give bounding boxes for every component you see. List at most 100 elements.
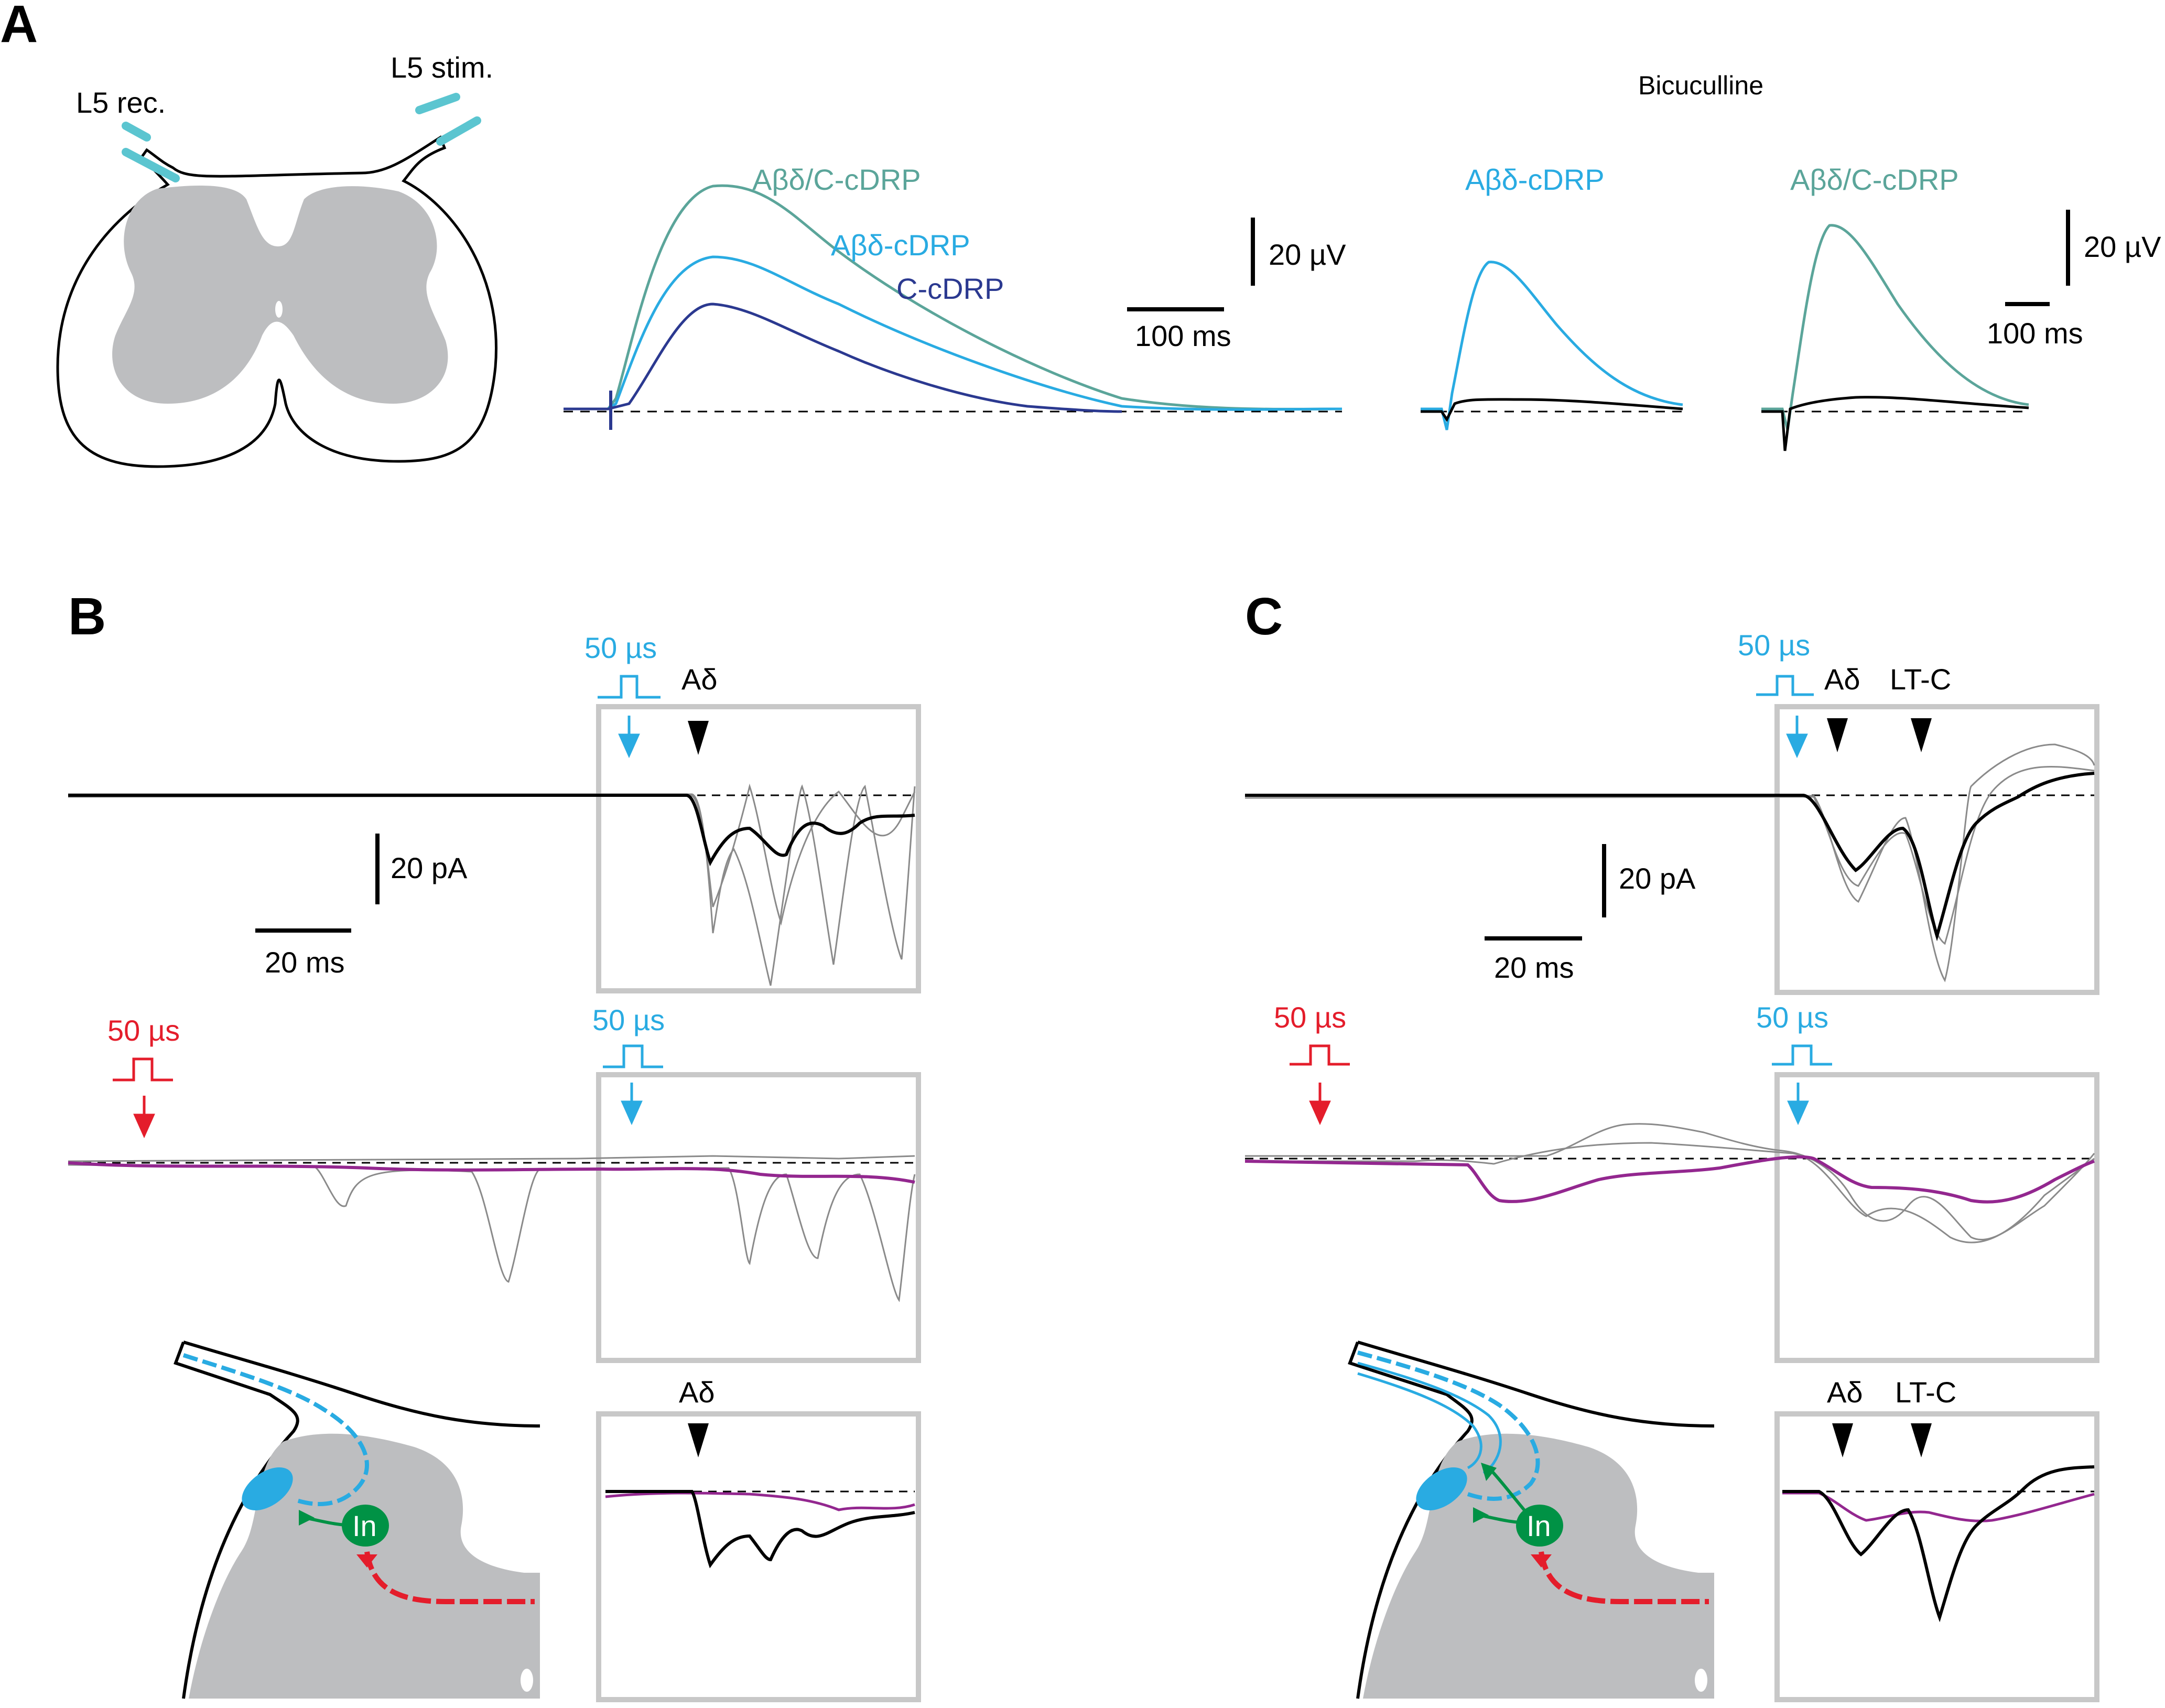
c-pulse-label-red: 50 µs	[1274, 1001, 1346, 1034]
c-trace-purple-middle	[1244, 1155, 2095, 1204]
b-trace-purple-bottom	[605, 1491, 915, 1511]
label-combined-cdrp: Aβδ/C-cDRP	[752, 163, 921, 196]
b-arrowhead-label-ad-bottom: Aδ	[679, 1376, 715, 1409]
b-arrowhead-label-ad: Aδ	[681, 663, 718, 696]
c-arrowhead-label-ad-bottom: Aδ	[1827, 1376, 1863, 1409]
b-pulse-icon-blue	[598, 675, 661, 699]
panel-letter-c: C	[1245, 587, 1283, 646]
bic-trace-control-1	[1421, 398, 1683, 422]
c-zoom-box-top	[1774, 704, 2099, 995]
bic-scale-label-time: 100 ms	[1987, 317, 2083, 350]
scale-label-time: 100 ms	[1135, 319, 1231, 352]
spinal-cord-diagram: L5 rec. L5 stim.	[56, 51, 497, 468]
b-arrowhead-ad	[688, 721, 709, 755]
c-arrowhead-ad	[1827, 718, 1848, 752]
c-arrowhead-label-ad: Aδ	[1824, 663, 1860, 696]
b-interneuron-terminal-green	[299, 1510, 315, 1526]
b-arrowhead-ad-bottom	[688, 1423, 709, 1457]
b-zoom-box-top	[596, 704, 921, 993]
b-trace-gray-top	[68, 784, 916, 986]
panel-b-bottom-box: Aδ	[596, 1376, 921, 1702]
b-trace-purple-middle	[68, 1161, 915, 1184]
c-scale-label-time: 20 ms	[1494, 951, 1574, 984]
b-stim-arrow-blue	[618, 716, 640, 759]
b-stim-arrow-red	[133, 1096, 155, 1139]
c-scale-label-current: 20 pA	[1619, 862, 1696, 895]
b-primary-terminal-blue	[242, 1467, 293, 1511]
b-trace-gray-middle-2	[68, 1155, 915, 1162]
c-pulse-label-blue-2: 50 µs	[1756, 1001, 1828, 1034]
b-zoom-box-bottom	[596, 1411, 921, 1702]
label-abd-cdrp: Aβδ-cDRP	[831, 229, 970, 262]
b-afferent-red	[364, 1551, 535, 1604]
c-interneuron-terminal-green-1	[1473, 1507, 1489, 1523]
c-pulse-icon-red	[1290, 1044, 1350, 1066]
b-stim-arrow-blue-2	[621, 1083, 643, 1126]
c-afferent-blue-1	[1357, 1350, 1540, 1501]
label-bic-combined: Aβδ/C-cDRP	[1790, 163, 1959, 196]
c-arrowhead-ltc-bottom	[1911, 1423, 1932, 1457]
bic-trace-abd	[1421, 261, 1683, 430]
bic-trace-combined	[1761, 224, 2029, 430]
panel-letter-b: B	[68, 587, 106, 646]
panel-b-top: 50 µs Aδ 20 pA 20 ms	[68, 631, 921, 993]
panel-b-middle: 50 µs 50 µs	[68, 1003, 921, 1363]
b-pulse-label-red: 50 µs	[107, 1014, 180, 1047]
c-red-terminal	[1531, 1554, 1552, 1568]
c-trace-purple-bottom	[1782, 1491, 2095, 1522]
panel-a-traces: Aβδ/C-cDRP Aβδ-cDRP C-cDRP 20 µV 100 ms	[564, 163, 1346, 430]
c-trace-gray-top-2	[1244, 765, 2095, 945]
c-pulse-icon-blue	[1756, 675, 1814, 696]
c-zoom-box-middle	[1774, 1072, 2099, 1363]
b-zoom-box-middle	[596, 1072, 921, 1363]
stimulating-electrode	[415, 93, 481, 146]
b-pulse-label-blue-2: 50 µs	[592, 1003, 665, 1036]
b-trace-gray-middle	[68, 1164, 916, 1302]
c-stim-arrow-blue-2	[1787, 1083, 1809, 1126]
c-arrowhead-ad-bottom	[1832, 1423, 1853, 1457]
panel-a-bicuculline: Bicuculline Aβδ-cDRP Aβδ/C-cDRP 20 µV 10…	[1421, 71, 2161, 451]
label-l5-rec: L5 rec.	[76, 86, 166, 119]
b-pulse-icon-blue-2	[603, 1044, 663, 1068]
b-trace-black-top	[68, 794, 915, 867]
c-arrowhead-ltc	[1911, 718, 1932, 752]
label-l5-stim: L5 stim.	[391, 51, 493, 84]
c-trace-gray-middle	[1245, 1123, 2095, 1241]
panel-c-top: 50 µs Aδ LT-C 20 pA 20 ms	[1244, 629, 2099, 995]
label-c-cdrp: C-cDRP	[896, 272, 1004, 305]
c-afferent-blue-2	[1357, 1361, 1502, 1475]
bic-scale-label-voltage: 20 µV	[2084, 230, 2161, 263]
b-pulse-label-blue: 50 µs	[584, 631, 657, 664]
c-trace-gray-top	[1245, 743, 2095, 982]
b-interneuron-in	[342, 1505, 389, 1547]
b-trace-gray-top-2	[68, 783, 916, 926]
gray-matter	[112, 186, 448, 404]
b-red-terminal	[356, 1554, 377, 1568]
b-scale-label-time: 20 ms	[265, 946, 345, 979]
panel-c-bottom-box: Aδ LT-C	[1774, 1376, 2099, 1702]
c-interneuron-in	[1516, 1505, 1563, 1547]
b-schematic: In	[174, 1341, 540, 1699]
label-bicuculline: Bicuculline	[1638, 71, 1763, 100]
bic-trace-control-2	[1761, 396, 2029, 451]
c-schematic: In	[1348, 1341, 1715, 1699]
c-schematic-canal	[1695, 1669, 1707, 1692]
scale-label-voltage: 20 µV	[1269, 238, 1346, 271]
c-zoom-box-bottom	[1774, 1411, 2099, 1702]
b-pulse-icon-red	[113, 1057, 173, 1082]
c-afferent-red	[1539, 1551, 1709, 1604]
c-arrowhead-label-ltc: LT-C	[1890, 663, 1951, 696]
c-trace-black-top	[1245, 772, 2095, 942]
panel-letter-a: A	[0, 0, 38, 53]
c-interneuron-label: In	[1527, 1509, 1551, 1542]
recording-electrode	[122, 122, 180, 182]
c-pulse-icon-blue-2	[1772, 1044, 1832, 1066]
b-schematic-canal	[521, 1669, 533, 1692]
c-afferent-blue-3	[1357, 1372, 1482, 1469]
c-interneuron-terminal-green-2	[1481, 1463, 1497, 1481]
central-canal	[275, 301, 283, 318]
b-scale-label-current: 20 pA	[391, 851, 468, 884]
b-afferent-blue	[182, 1353, 369, 1506]
trace-abd	[564, 255, 1343, 411]
